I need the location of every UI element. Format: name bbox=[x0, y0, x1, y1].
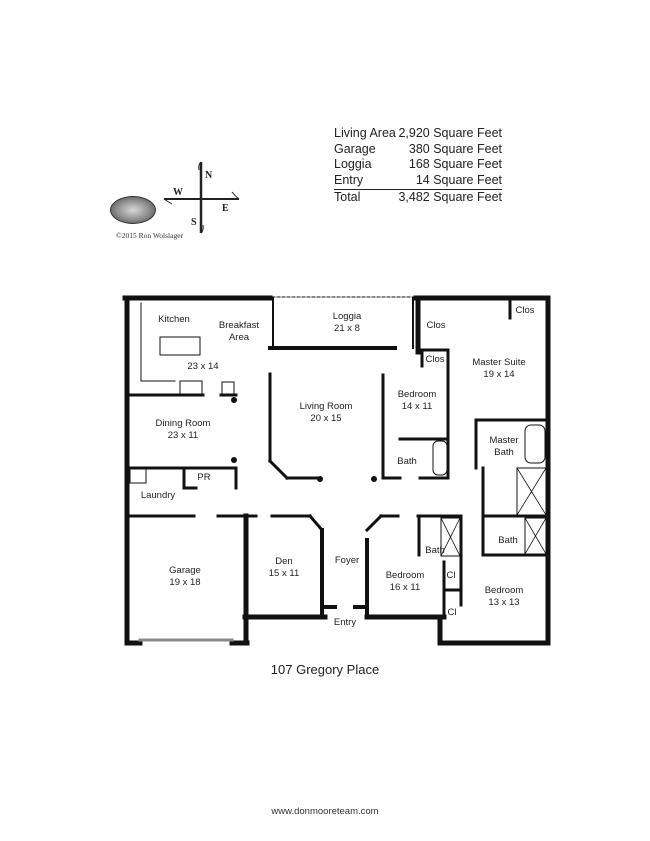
compass-west-label: W bbox=[173, 187, 183, 198]
area-row-garage: Garage 380 Square Feet bbox=[334, 142, 502, 158]
compass-south-label: S bbox=[191, 217, 197, 228]
room-closet: Clos bbox=[426, 320, 446, 331]
area-row-living: Living Area 2,920 Square Feet bbox=[334, 126, 502, 142]
area-label: Living Area bbox=[334, 126, 396, 140]
area-row-entry: Entry 14 Square Feet bbox=[334, 173, 502, 189]
area-value: 168 Square Feet bbox=[408, 157, 502, 171]
room-closet: Clos bbox=[515, 305, 535, 316]
room-bath: Bath bbox=[397, 456, 417, 467]
area-label: Entry bbox=[334, 172, 364, 187]
website-link[interactable]: www.donmooreteam.com bbox=[271, 806, 379, 817]
room-bath: Bath bbox=[498, 535, 518, 546]
room-kitchen: Kitchen bbox=[158, 314, 190, 325]
area-value: 2,920 Square Feet bbox=[398, 126, 502, 140]
copyright-text: ©2015 Ron Wolslager bbox=[116, 231, 184, 240]
room-foyer: Foyer bbox=[334, 555, 360, 566]
area-summary-table: Living Area 2,920 Square Feet Garage 380… bbox=[334, 126, 502, 206]
area-row-loggia: Loggia 168 Square Feet bbox=[334, 157, 502, 173]
compass-east-label: E bbox=[222, 203, 229, 214]
room-closet: Cl bbox=[446, 570, 456, 581]
room-laundry: Laundry bbox=[140, 490, 176, 501]
area-total-label: Total bbox=[334, 190, 361, 204]
area-value: 380 Square Feet bbox=[408, 141, 502, 156]
room-bath: Bath bbox=[425, 545, 445, 556]
room-kitchen-dims: 23 x 14 bbox=[187, 361, 219, 372]
area-label: Loggia bbox=[334, 157, 372, 171]
area-label: Garage bbox=[334, 141, 376, 156]
room-powder-room: PR bbox=[197, 472, 211, 483]
area-row-total: Total 3,482 Square Feet bbox=[334, 189, 502, 206]
compass-north-label: N bbox=[205, 170, 213, 181]
room-closet: Cl bbox=[447, 607, 457, 618]
area-total-value: 3,482 Square Feet bbox=[398, 190, 502, 204]
area-value: 14 Square Feet bbox=[415, 172, 502, 187]
room-closet: Clos bbox=[425, 354, 445, 365]
room-entry: Entry bbox=[333, 617, 357, 628]
photographer-logo bbox=[110, 196, 156, 224]
property-address: 107 Gregory Place bbox=[270, 662, 380, 677]
